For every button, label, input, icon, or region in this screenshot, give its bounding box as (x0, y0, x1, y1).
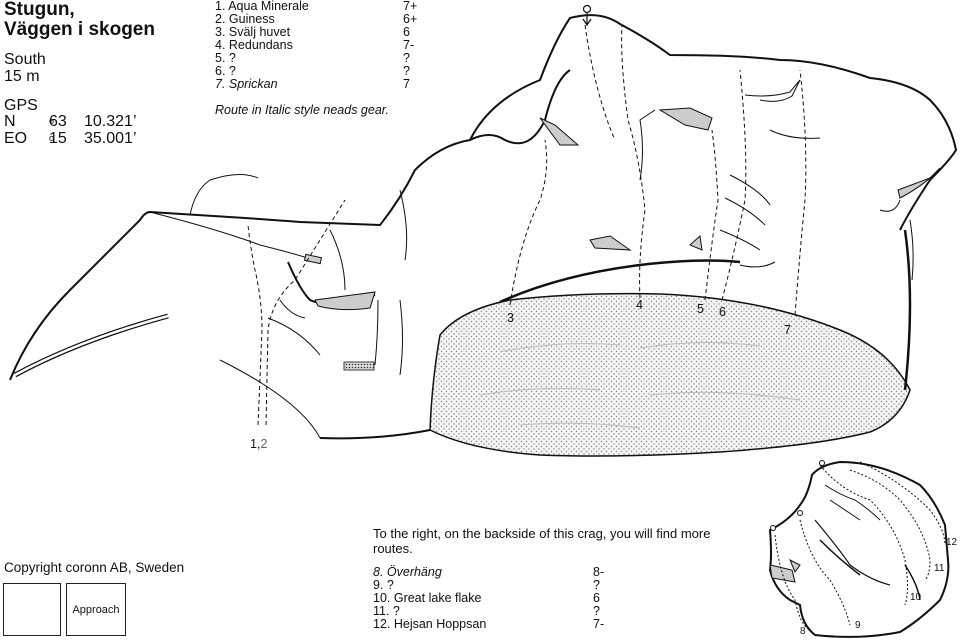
route-label-3: 3 (507, 311, 514, 325)
approach-button[interactable]: Approach (66, 583, 126, 636)
route-item: 5. ?? (215, 52, 420, 65)
inset-label-10: 10 (910, 592, 921, 603)
crag-name: Stugun, (4, 0, 155, 20)
inset-label-9: 9 (855, 620, 861, 631)
height-label: 15 m (4, 68, 40, 85)
crag-title: Stugun, Väggen i skogen (4, 0, 155, 40)
gps-label: GPS (4, 97, 38, 114)
lon-min: 35.001’ (84, 130, 137, 147)
route-label-7: 7 (784, 323, 791, 337)
lat-dir: N (4, 113, 16, 130)
route-label-4: 4 (636, 298, 643, 312)
gear-note: Route in Italic style neads gear. (215, 103, 389, 117)
approach-map-box[interactable] (3, 583, 61, 636)
inset-label-11: 11 (934, 563, 944, 574)
wall-name: Väggen i skogen (4, 20, 155, 40)
degree-mark: o (49, 113, 54, 130)
backside-inset-map (770, 461, 948, 637)
approach-label: Approach (72, 604, 119, 616)
lon-dir: EO (4, 130, 27, 147)
backside-note: To the right, on the backside of this cr… (373, 526, 718, 556)
aspect-label: South (4, 51, 46, 68)
route-label-5: 5 (697, 302, 704, 316)
lat-min: 10.321’ (84, 113, 137, 130)
route-label-6: 6 (719, 305, 726, 319)
boulder-field (430, 294, 910, 456)
degree-mark: o (49, 130, 54, 147)
copyright-text: Copyright coronn AB, Sweden (4, 560, 184, 575)
inset-label-12: 12 (946, 537, 957, 548)
inset-label-8: 8 (800, 626, 806, 637)
route-label-1-2: 1,2 (250, 437, 267, 451)
